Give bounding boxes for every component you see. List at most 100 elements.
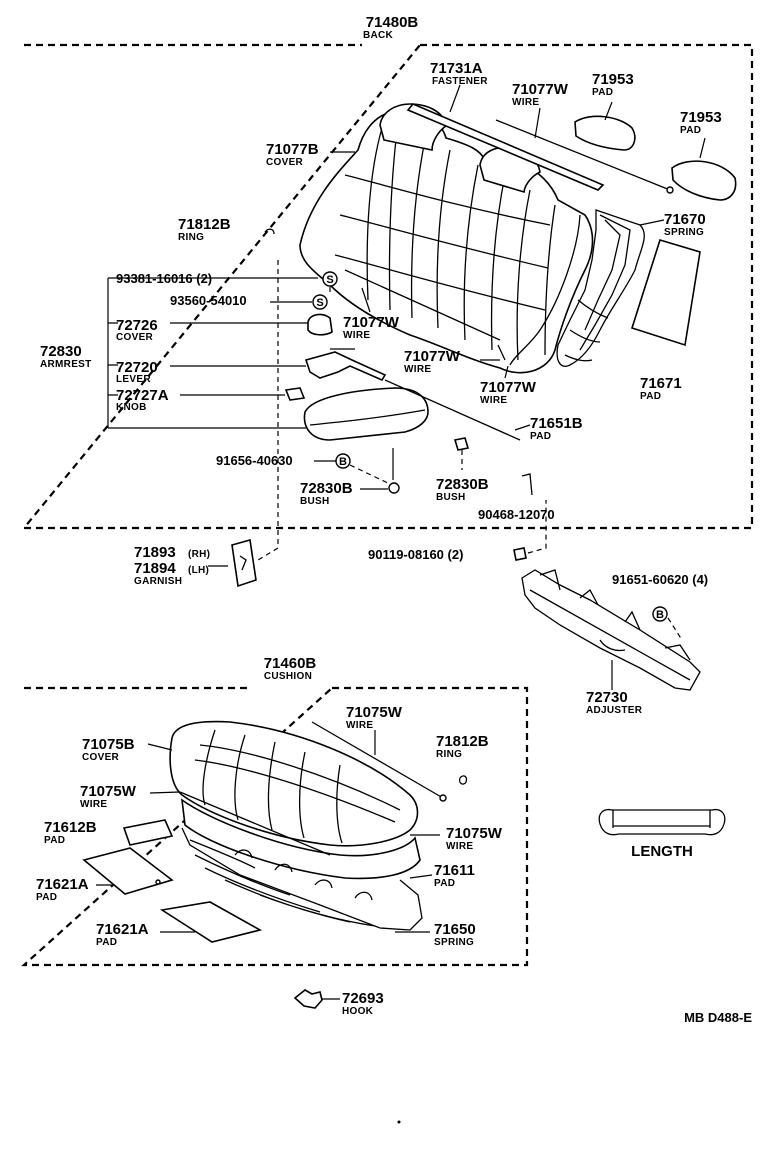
label-71670-number: 71670	[664, 211, 706, 228]
garnish-dash	[257, 260, 279, 561]
label-71651B-number: 71651B	[530, 415, 583, 432]
label-72830B-b-name: BUSH	[436, 492, 466, 503]
label-90468-number: 90468-12070	[478, 507, 555, 522]
back-group-name: BACK	[363, 30, 394, 41]
label-71611-number: 71611	[434, 862, 475, 879]
back-group-box	[21, 43, 754, 530]
pad-71953-b	[671, 160, 737, 201]
label-72693-number: 72693	[342, 990, 384, 1007]
label-93560-number: 93560-54010	[170, 293, 247, 308]
label-71621A-b-number: 71621A	[96, 921, 149, 938]
armrest-seam	[309, 409, 426, 426]
leader-71651B	[514, 424, 531, 431]
label-71731A-number: 71731A	[430, 60, 483, 77]
bolt-90119-dash	[527, 500, 547, 554]
adjuster-72730	[521, 569, 701, 691]
label-71075W-right-number: 71075W	[446, 825, 503, 842]
label-71621A-a-name: PAD	[36, 892, 57, 903]
wire-71077W-top	[495, 119, 671, 191]
leader-71611	[409, 874, 433, 879]
label-71077B-name: COVER	[266, 157, 304, 168]
wire-71077W-top-end	[666, 186, 674, 194]
label-71075W-right-name: WIRE	[446, 841, 473, 852]
pad-71612B	[122, 819, 174, 846]
label-71077W-c-name: WIRE	[404, 364, 431, 375]
label-71077W-d-number: 71077W	[480, 379, 537, 396]
cushion-pad-71611	[180, 798, 421, 880]
label-71621A-a-number: 71621A	[36, 876, 89, 893]
bolt-90119	[513, 547, 527, 561]
label-71650-name: SPRING	[434, 937, 474, 948]
leader-71075W-left	[149, 791, 181, 794]
cushion-group-number: 71460B	[264, 655, 317, 672]
label-91651-number: 91651-60620 (4)	[612, 572, 708, 587]
cushion-group-box	[21, 686, 529, 967]
ring-71812B-bottom	[458, 775, 468, 785]
label-72726-name: COVER	[116, 332, 154, 343]
label-72830-number: 72830	[40, 343, 82, 360]
leader-71731A	[449, 84, 461, 113]
s-symbol-2: S	[312, 294, 328, 310]
label-71953-a-name: PAD	[592, 87, 613, 98]
b-symbol-2: B	[652, 606, 668, 622]
leader-71077W-top	[534, 107, 541, 139]
armrest-rod	[384, 379, 521, 441]
svg-text:B: B	[339, 456, 347, 468]
label-72726-number: 72726	[116, 317, 158, 334]
hook-72693	[293, 989, 323, 1009]
label-71651B-name: PAD	[530, 431, 551, 442]
fastener-71731A	[406, 103, 605, 191]
label-71621A-b-name: PAD	[96, 937, 117, 948]
label-71075B-name: COVER	[82, 752, 120, 763]
b-symbol-1: B	[335, 453, 351, 469]
label-71075B-number: 71075B	[82, 736, 135, 753]
cover-72726	[307, 313, 333, 336]
leader-71953-a	[604, 101, 613, 121]
garnish-detail	[239, 555, 247, 571]
label-72730-number: 72730	[586, 689, 628, 706]
label-72730-name: ADJUSTER	[586, 705, 643, 716]
wire-71075W-top	[311, 721, 444, 799]
label-71671-name: PAD	[640, 391, 661, 402]
label-71077W-top-number: 71077W	[512, 81, 569, 98]
label-72830B-a-name: BUSH	[300, 496, 330, 507]
bush-72830B-b	[453, 437, 470, 451]
label-71075W-left-number: 71075W	[80, 783, 137, 800]
label-71812B-top-number: 71812B	[178, 216, 231, 233]
label-71077W-c-number: 71077W	[404, 348, 461, 365]
pad-71621A-b	[159, 901, 263, 943]
label-72830-name: ARMREST	[40, 359, 92, 370]
bush-72830B-a	[388, 482, 400, 494]
cushion-cover-71075B	[169, 720, 419, 847]
label-71894-suffix: (LH)	[188, 565, 209, 576]
stray-dot	[397, 1120, 401, 1124]
wire-71077W-mid	[344, 269, 501, 341]
label-71650-number: 71650	[434, 921, 476, 938]
label-71077W-mid-name: WIRE	[343, 330, 370, 341]
lever-72720	[304, 351, 387, 382]
spring-frame-71670	[556, 209, 645, 367]
garnish-71893	[231, 538, 257, 588]
b-symbol-2-dash	[667, 617, 683, 641]
label-71731A-name: FASTENER	[432, 76, 488, 87]
label-71612B-number: 71612B	[44, 819, 97, 836]
wire-71075W-left	[179, 791, 331, 856]
pad-71953-a	[574, 115, 636, 151]
ring-71812B-top	[264, 228, 275, 235]
label-71893-number: 71893	[134, 544, 176, 561]
label-71812B-bot-name: RING	[436, 749, 462, 760]
wire-71075W-top-end	[439, 794, 447, 802]
wire-71077W-side	[497, 214, 581, 366]
label-71670-name: SPRING	[664, 227, 704, 238]
label-71953-b-number: 71953	[680, 109, 722, 126]
s-symbol-1: S	[322, 271, 338, 287]
label-71812B-bot-number: 71812B	[436, 733, 489, 750]
label-71671-number: 71671	[640, 375, 682, 392]
leader-71953-b	[699, 137, 706, 159]
label-72720-name: LEVER	[116, 374, 151, 385]
label-71077W-mid-number: 71077W	[343, 314, 400, 331]
leader-71077W-d	[504, 365, 509, 379]
knob-72727A	[284, 387, 306, 401]
label-71893-suffix: (RH)	[188, 549, 210, 560]
